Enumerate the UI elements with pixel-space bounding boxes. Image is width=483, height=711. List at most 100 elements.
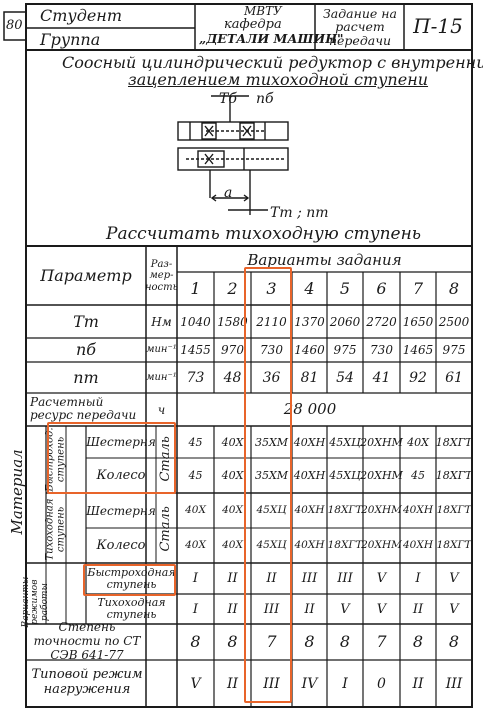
cell-slow-gear: 18ХГТ	[327, 504, 363, 517]
cell-fast-wheel: 45	[411, 469, 425, 482]
cell-tt: 2110	[256, 314, 287, 329]
cell-slow-gear: 40Х	[185, 504, 206, 517]
cell-accuracy: 7	[376, 632, 387, 651]
highlight-variant-3	[244, 267, 292, 703]
cell-accuracy: 8	[412, 632, 424, 651]
department-label: кафедра	[224, 17, 282, 32]
resource-value: 28 000	[283, 400, 337, 418]
cell-nb: 730	[370, 343, 393, 357]
cell-nt: 73	[186, 369, 205, 386]
cell-tt: 1650	[402, 314, 434, 329]
cell-fast-wheel: 18ХГТ	[435, 469, 473, 482]
cell-fast-gear: 35ХМ	[254, 435, 289, 449]
param-header: Параметр	[40, 265, 132, 285]
cell-mode-slow: V	[340, 601, 350, 617]
diagram-label-nb: nб	[256, 91, 274, 107]
unit-nt: мин⁻¹	[146, 371, 177, 383]
cell-tt: 2060	[329, 314, 361, 329]
cell-mode-fast: I	[192, 571, 199, 586]
cell-mode-slow: III	[263, 601, 280, 617]
variant-number: 7	[412, 278, 424, 298]
diagram-label-a: a	[224, 185, 233, 201]
cell-fast-gear: 40ХН	[293, 435, 326, 449]
diagram-label-tb: Тб	[219, 91, 237, 107]
cell-mode-fast: II	[227, 571, 238, 586]
variant-number: 2	[227, 278, 238, 298]
cell-fast-gear: 18ХГТ	[435, 435, 473, 449]
fast-gear-label: Шестерня	[86, 435, 156, 449]
cell-nt: 36	[262, 369, 281, 386]
cell-load-mode: II	[412, 675, 424, 692]
cell-mode-fast: V	[449, 571, 459, 586]
page-number: 80	[6, 18, 23, 33]
highlight-fast-mode	[83, 564, 176, 596]
cell-load-mode: IV	[301, 675, 318, 692]
cell-nt: 54	[336, 369, 354, 386]
cell-slow-gear: 20ХНМ	[361, 504, 402, 517]
task-id: П-15	[413, 14, 463, 38]
cell-mode-fast: V	[376, 571, 387, 586]
cell-fast-gear: 45	[188, 435, 203, 449]
highlight-fast-stage	[47, 422, 176, 494]
cell-slow-gear: 45ХЦ	[256, 504, 287, 517]
param-resource: Расчетный ресурс передачи	[30, 395, 137, 422]
mode-slow-label: Тихоходная ступень	[97, 596, 166, 621]
cell-mode-slow: V	[376, 601, 387, 617]
load-mode-label: Типовой режим нагружения	[31, 667, 143, 697]
accuracy-label: Степень точности по СТ СЭВ 641-77	[33, 620, 141, 662]
mode-fast-label: Быстроходная ступень	[87, 566, 176, 591]
cell-load-mode: III	[445, 675, 463, 692]
department-name: „ДЕТАЛИ МАШИН"	[199, 31, 344, 46]
cell-mode-fast: III	[301, 571, 318, 586]
cell-load-mode: I	[342, 675, 348, 692]
cell-slow-wheel: 40ХН	[294, 539, 325, 552]
variants-header: Варианты задания	[247, 250, 402, 269]
variant-number: 8	[448, 278, 460, 298]
unit-resource: ч	[157, 402, 166, 417]
cell-slow-wheel: 18ХГТ	[436, 539, 472, 552]
cell-accuracy: 8	[227, 632, 238, 651]
cell-fast-gear: 20ХНМ	[360, 435, 403, 449]
cell-slow-wheel: 40Х	[185, 539, 206, 552]
cell-nb: 1455	[180, 343, 211, 357]
param-nb: nб	[75, 340, 97, 359]
cell-nt: 48	[223, 369, 242, 386]
cell-slow-gear: 40ХН	[294, 504, 325, 517]
cell-mode-slow: II	[412, 601, 424, 617]
cell-fast-wheel: 45ХЦ	[329, 469, 361, 482]
cell-load-mode: II	[226, 675, 239, 692]
unit-tt: Нм	[151, 314, 172, 329]
cell-mode-slow: II	[304, 601, 315, 617]
variant-number: 1	[190, 278, 201, 298]
slow-wheel-label: Колесо	[96, 538, 146, 553]
cell-nb: 975	[442, 343, 466, 357]
cell-load-mode: III	[263, 675, 280, 692]
cell-slow-gear: 40Х	[222, 504, 243, 517]
cell-fast-wheel: 40ХН	[293, 469, 326, 482]
cell-load-mode: 0	[377, 675, 386, 692]
cell-nt: 61	[445, 369, 463, 386]
variant-number: 5	[339, 278, 351, 298]
param-nt: nт	[73, 367, 99, 387]
cell-nb: 970	[221, 343, 244, 357]
cell-load-mode: V	[190, 675, 201, 692]
gearbox-diagram	[177, 95, 289, 215]
cell-fast-gear: 40Х	[221, 435, 244, 449]
task-label: Задание на расчет передачи	[323, 6, 397, 48]
cell-mode-fast: III	[337, 571, 353, 586]
slow-stage-label: Тихоходная ступень	[44, 498, 67, 561]
group-label: Группа	[40, 30, 101, 49]
cell-tt: 1580	[217, 314, 248, 329]
cell-nb: 1460	[294, 343, 325, 357]
cell-slow-wheel: 20ХНМ	[361, 539, 402, 552]
slow-gear-label: Шестерня	[86, 503, 156, 518]
cell-nb: 975	[333, 343, 357, 357]
cell-fast-gear: 45ХЦ	[329, 435, 361, 449]
cell-mode-slow: II	[227, 601, 238, 617]
cell-tt: 1040	[180, 314, 211, 329]
cell-nb: 1465	[402, 343, 434, 357]
cell-nb: 730	[260, 343, 283, 357]
cell-fast-wheel: 20ХНМ	[360, 469, 403, 482]
